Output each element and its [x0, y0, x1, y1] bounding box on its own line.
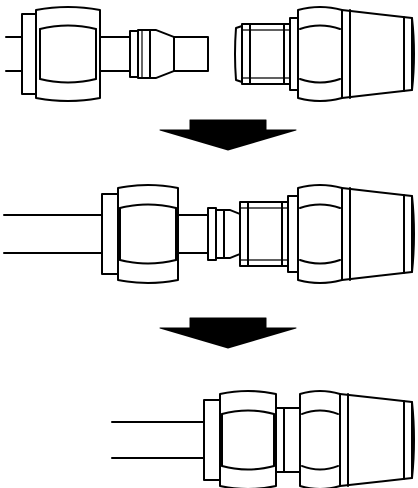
body-hex — [297, 184, 343, 284]
body-neck — [275, 407, 301, 473]
step-arrow-1 — [159, 119, 297, 151]
tube-segment — [99, 36, 131, 72]
tube-long — [3, 214, 103, 254]
body-threaded-nipple — [239, 201, 289, 267]
tube-stub-left — [5, 36, 23, 72]
nut-collar — [203, 399, 221, 481]
front-ferrule — [215, 209, 241, 259]
stage-before-assembly — [5, 6, 415, 102]
pipe-thread — [341, 187, 415, 281]
tube-end — [173, 36, 209, 72]
pipe-thread — [341, 9, 415, 99]
body-hex — [299, 390, 341, 488]
hex-nut — [117, 184, 179, 284]
stage-inserted — [3, 184, 415, 284]
body-neck — [289, 17, 299, 91]
back-ferrule-ring — [207, 207, 217, 261]
hex-nut — [35, 6, 101, 102]
body-threaded-nipple — [234, 23, 291, 85]
nut-collar — [21, 13, 37, 95]
tube-segment — [177, 214, 209, 254]
stage-tightened — [111, 390, 415, 488]
step-arrow-2 — [159, 317, 297, 349]
body-hex — [297, 6, 343, 102]
nut-collar — [101, 193, 119, 275]
hex-nut — [219, 390, 277, 488]
front-ferrule — [137, 29, 175, 79]
body-neck — [287, 195, 299, 273]
pipe-thread — [339, 393, 415, 487]
tube-long — [111, 421, 205, 459]
back-ferrule-ring — [129, 30, 139, 78]
